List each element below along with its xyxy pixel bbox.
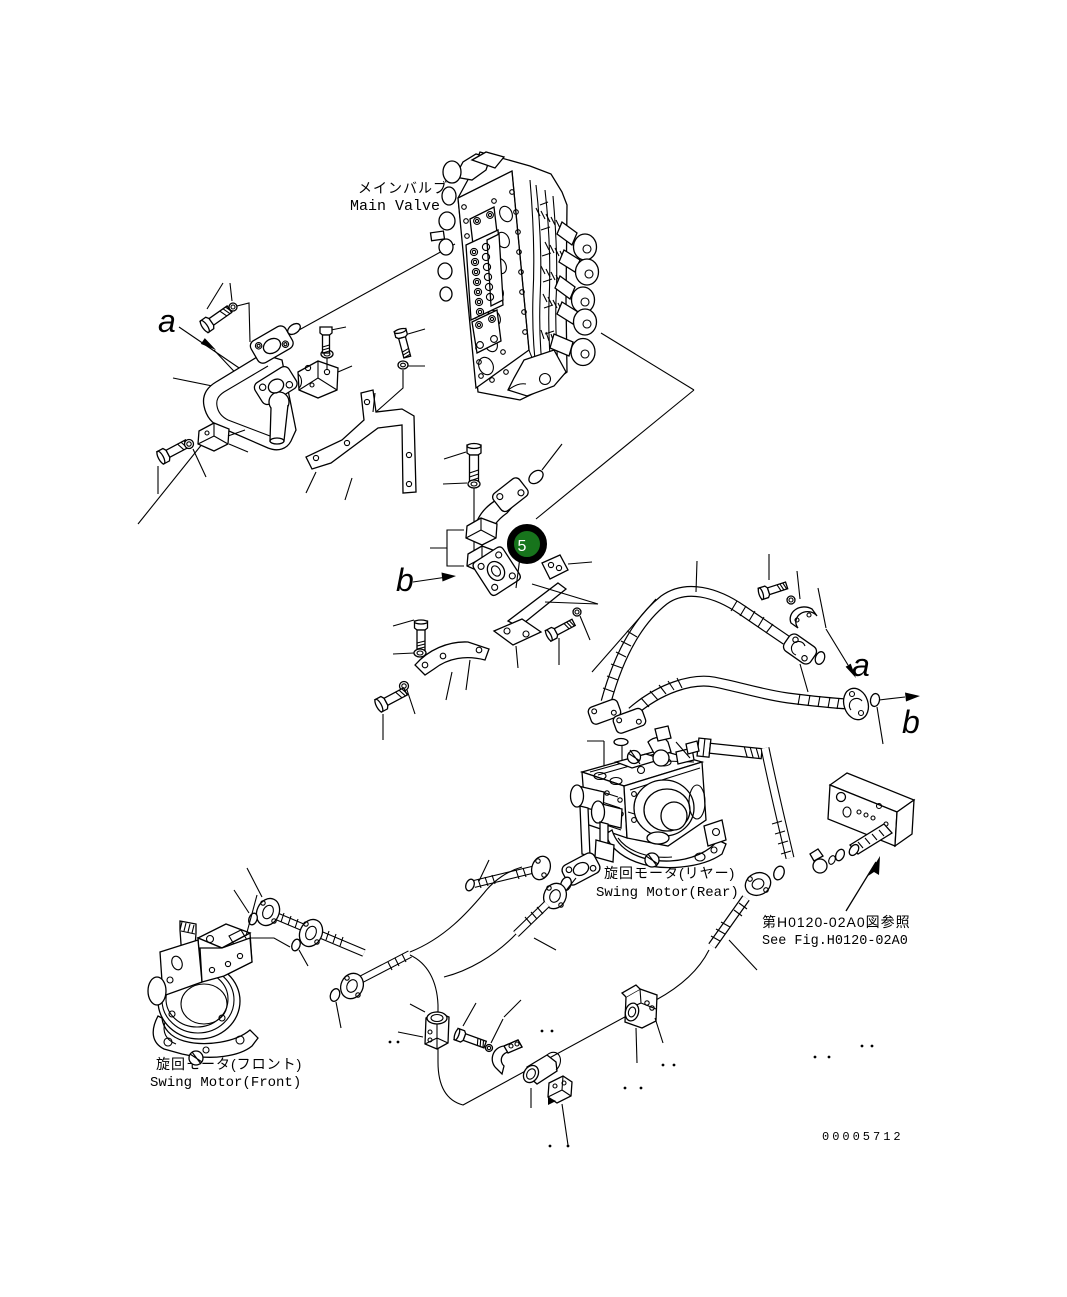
- svg-text:第H0120-02A0図参照: 第H0120-02A0図参照: [762, 914, 911, 930]
- svg-text:b: b: [902, 704, 920, 740]
- svg-text:旋回モータ(リヤー): 旋回モータ(リヤー): [604, 865, 735, 881]
- svg-text:メインバルブ: メインバルブ: [358, 180, 448, 196]
- svg-text:00005712: 00005712: [822, 1130, 904, 1144]
- svg-text:Swing Motor(Rear): Swing Motor(Rear): [596, 885, 739, 901]
- svg-text:旋回モータ(フロント): 旋回モータ(フロント): [156, 1056, 302, 1072]
- svg-text:a: a: [852, 647, 870, 683]
- svg-text:b: b: [396, 562, 414, 598]
- svg-text:See Fig.H0120-02A0: See Fig.H0120-02A0: [762, 934, 908, 949]
- svg-text:Main Valve: Main Valve: [350, 198, 440, 215]
- svg-text:a: a: [158, 303, 176, 339]
- svg-text:Swing Motor(Front): Swing Motor(Front): [150, 1075, 301, 1091]
- svg-text:5: 5: [518, 538, 527, 555]
